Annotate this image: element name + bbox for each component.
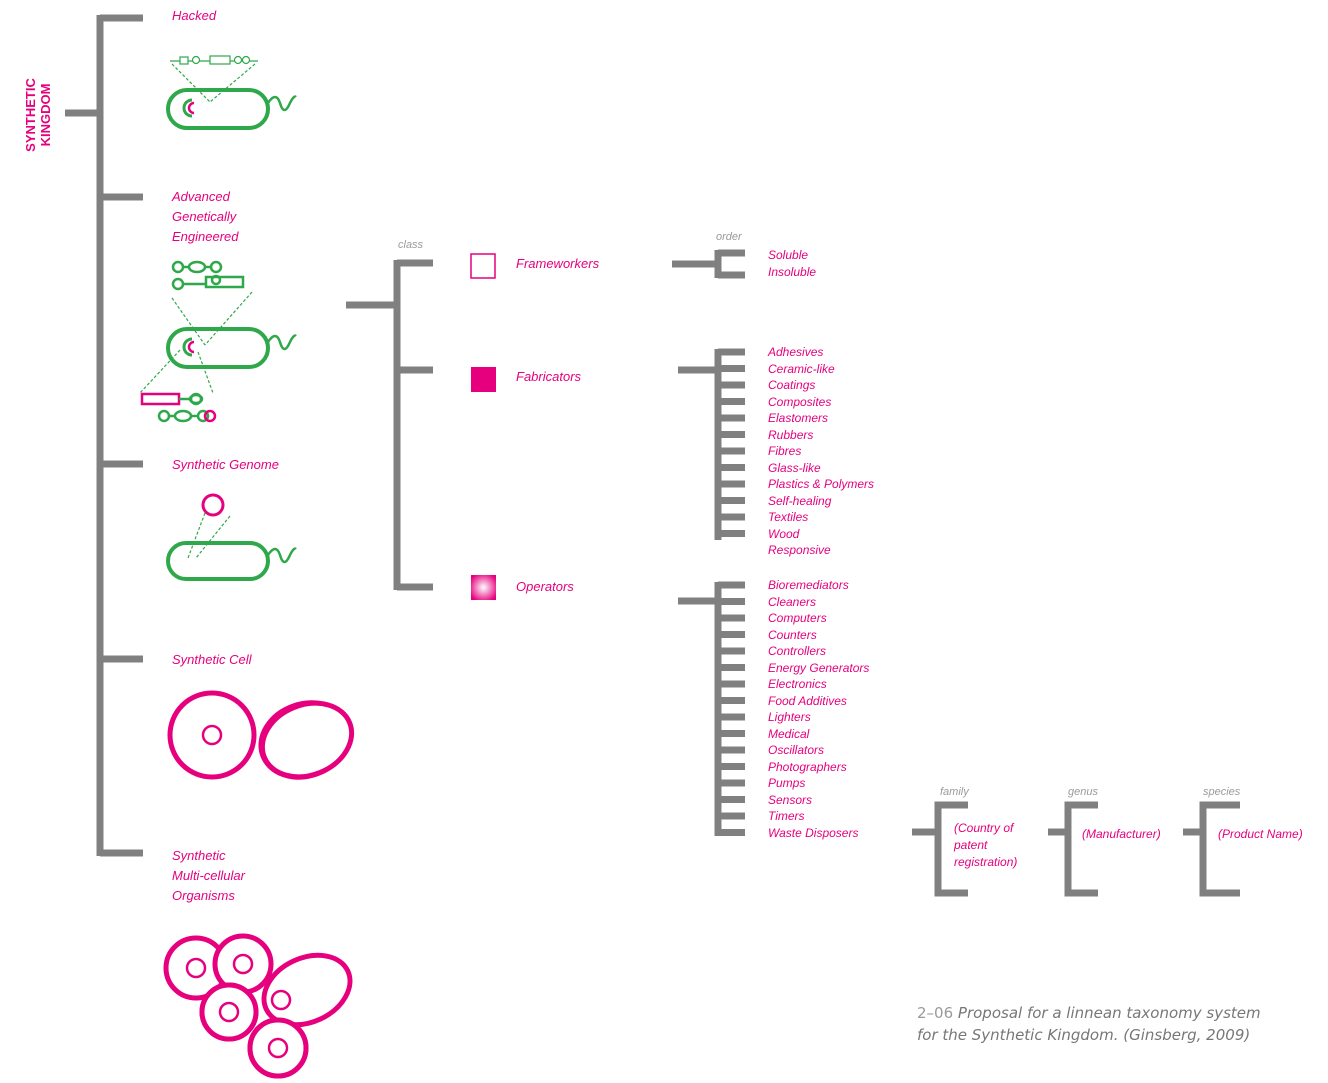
order-list-frameworkers: Soluble Insoluble <box>768 247 816 280</box>
class-frameworkers-label: Frameworkers <box>516 256 600 271</box>
advanced-ge-bacterium-icon <box>139 260 297 423</box>
genus-bracket <box>1048 801 1098 897</box>
family-value: (Country of patent registration) <box>954 821 1018 869</box>
order-item: Electronics <box>768 677 827 691</box>
order-list-fabricators: Adhesives Ceramic-like Coatings Composit… <box>768 344 874 559</box>
synthetic-cell-icon <box>167 690 257 780</box>
order-item: Timers <box>768 809 805 823</box>
family-bracket <box>912 801 968 897</box>
kingdom-label: SYNTHETIC KINGDOM <box>23 78 53 152</box>
caption-number: 2–06 <box>917 1004 954 1022</box>
order-item: Pumps <box>768 776 806 790</box>
order-item: Medical <box>768 726 810 741</box>
order-item: Counters <box>768 627 817 642</box>
genus-value: (Manufacturer) <box>1082 827 1161 841</box>
figure-caption: 2–06 Proposal for a linnean taxonomy sys… <box>917 1002 1277 1046</box>
class-bracket <box>346 259 433 591</box>
caption-text: Proposal for a linnean taxonomy system f… <box>917 1004 1261 1044</box>
branch-synthetic-cell-label: Synthetic Cell <box>172 652 252 667</box>
order-item: Cleaners <box>768 594 817 609</box>
order-item: Ceramic-like <box>768 361 835 376</box>
operators-marker <box>471 575 496 600</box>
order-item: Bioremediators <box>768 578 849 592</box>
species-bracket <box>1183 801 1240 897</box>
class-operators-label: Operators <box>516 579 574 594</box>
order-item: Wood <box>768 526 800 541</box>
order-bracket-fabricators <box>678 348 745 540</box>
order-item: Self-healing <box>768 493 832 508</box>
order-item: Insoluble <box>768 264 817 279</box>
order-item: Photographers <box>768 759 847 774</box>
order-item: Waste Disposers <box>768 825 859 840</box>
order-item: Adhesives <box>768 345 824 359</box>
order-item: Composites <box>768 394 832 409</box>
kingdom-bracket <box>65 14 143 857</box>
order-bracket-operators <box>678 581 745 836</box>
order-item: Controllers <box>768 644 827 658</box>
rank-genus-label: genus <box>1068 786 1098 798</box>
order-item: Coatings <box>768 378 816 392</box>
synthetic-genome-bacterium-icon <box>166 493 297 581</box>
species-value: (Product Name) <box>1218 827 1303 841</box>
order-item: Food Additives <box>768 693 847 708</box>
rank-family-label: family <box>940 786 969 798</box>
order-item: Energy Generators <box>768 660 870 675</box>
rank-class-label: class <box>398 239 424 251</box>
order-item: Responsive <box>768 543 831 557</box>
order-item: Textiles <box>768 510 809 524</box>
rank-order-label: order <box>716 231 742 243</box>
order-item: Oscillators <box>768 743 825 757</box>
branch-multicellular-label: Synthetic Multi-cellular Organisms <box>172 848 245 903</box>
order-item: Glass-like <box>768 460 821 475</box>
order-item: Rubbers <box>768 427 814 442</box>
branch-advanced-ge-label: Advanced Genetically Engineered <box>172 189 239 244</box>
order-item: Sensors <box>768 792 813 807</box>
hacked-bacterium-icon <box>166 55 297 130</box>
class-fabricators-label: Fabricators <box>516 369 582 384</box>
order-item: Fibres <box>768 444 802 458</box>
order-item: Soluble <box>768 248 809 262</box>
order-item: Plastics & Polymers <box>768 477 875 491</box>
order-list-operators: Bioremediators Cleaners Computers Counte… <box>768 577 869 841</box>
branch-hacked-label: Hacked <box>172 8 217 23</box>
order-item: Elastomers <box>768 411 829 425</box>
multicellular-nuclei <box>185 953 292 1059</box>
frameworkers-marker <box>470 253 496 279</box>
order-item: Computers <box>768 611 827 625</box>
rank-species-label: species <box>1203 786 1241 798</box>
fabricators-marker <box>471 367 496 392</box>
branch-synthetic-genome-label: Synthetic Genome <box>172 457 279 472</box>
order-item: Lighters <box>768 710 811 724</box>
order-bracket-frameworkers <box>672 249 745 279</box>
